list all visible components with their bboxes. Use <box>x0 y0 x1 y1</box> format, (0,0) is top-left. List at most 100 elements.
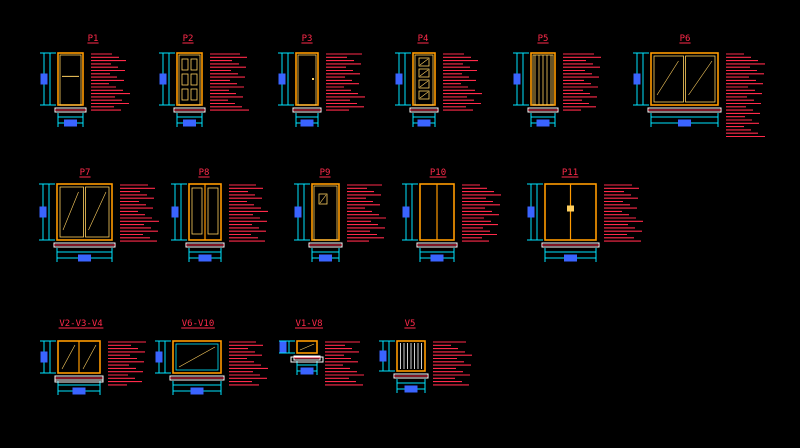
dimension-tag <box>319 254 332 262</box>
lock-plate <box>567 205 574 212</box>
glass-lite <box>418 90 430 100</box>
outer-frame <box>650 52 719 106</box>
detail-title: P4 <box>418 34 429 44</box>
detail-title: V1-V8 <box>295 319 322 329</box>
glass-hatch <box>419 69 429 77</box>
detail-v3: V1-V8 <box>279 319 364 386</box>
detail-p4: P4 <box>395 34 482 127</box>
dimension-tag <box>402 206 410 218</box>
glass-hatch <box>688 60 713 96</box>
outer-frame <box>56 183 113 241</box>
dimension-tag <box>417 119 431 127</box>
detail-p5: P5 <box>513 34 601 127</box>
door-panel <box>181 58 189 71</box>
detail-v1: V2-V3-V4 <box>40 319 146 395</box>
dimension-tag <box>171 206 179 218</box>
dimension-tag <box>39 206 47 218</box>
glass-hatch <box>88 191 107 231</box>
dimension-tag <box>190 387 204 395</box>
detail-p8: P8 <box>171 168 268 262</box>
dimension-tag <box>64 119 77 127</box>
detail-v2: V6-V10 <box>155 319 268 395</box>
dimension-tag <box>395 73 403 85</box>
door-panel <box>190 58 198 71</box>
dimension-tag <box>536 119 550 127</box>
dimension-tag <box>40 351 48 363</box>
dimension-tag <box>198 254 212 262</box>
door-leaf <box>313 185 338 241</box>
door-panel <box>190 73 198 86</box>
dimension-tag <box>527 206 535 218</box>
panel-right <box>207 187 219 235</box>
detail-p1: P1 <box>40 34 130 127</box>
detail-p11: P11 <box>527 168 643 262</box>
detail-p9: P9 <box>294 168 386 262</box>
detail-title: V2-V3-V4 <box>59 319 102 329</box>
dimension-tag <box>72 387 86 395</box>
glass-hatch <box>319 194 327 204</box>
glass-hatch <box>656 60 679 96</box>
dimension-tag <box>40 73 48 85</box>
door-leaf <box>297 54 317 106</box>
detail-title: P11 <box>562 168 578 178</box>
dimension-tag <box>300 119 314 127</box>
glass-lite <box>418 79 430 89</box>
door-panel <box>181 73 189 86</box>
glass-hatch <box>299 343 315 351</box>
vision-panel <box>318 193 328 205</box>
dimension-tag <box>78 254 91 262</box>
glass-hatch <box>82 344 97 370</box>
dimension-tag <box>379 350 387 362</box>
detail-title: P5 <box>538 34 549 44</box>
dimension-tag <box>564 254 577 262</box>
detail-title: P3 <box>302 34 313 44</box>
glass-hatch <box>419 91 429 99</box>
detail-title: P6 <box>680 34 691 44</box>
detail-title: P9 <box>320 168 331 178</box>
window-sash <box>175 343 219 371</box>
dimension-tag <box>513 73 521 85</box>
glass-hatch <box>178 346 216 368</box>
door-panel <box>190 88 198 101</box>
dimension-tag <box>430 254 444 262</box>
dimension-tag <box>278 73 286 85</box>
sash-left <box>59 186 84 238</box>
detail-title: V6-V10 <box>182 319 215 329</box>
glass-lite <box>418 68 430 78</box>
dimension-tag <box>633 73 641 85</box>
glass-hatch <box>61 344 76 370</box>
detail-title: P8 <box>199 168 210 178</box>
door-leaf <box>178 54 201 106</box>
dimension-tag <box>279 341 287 353</box>
detail-p3: P3 <box>278 34 365 127</box>
detail-p10: P10 <box>402 168 501 262</box>
glass-hatch <box>419 80 429 88</box>
door-panel <box>181 88 189 101</box>
detail-p6: P6 <box>633 34 765 138</box>
outer-frame <box>396 340 426 372</box>
door-leaf <box>59 54 82 106</box>
sash-right <box>685 55 716 103</box>
sash-right <box>85 186 110 238</box>
glass-hatch <box>419 58 429 66</box>
outer-frame <box>296 340 318 354</box>
dimension-tag <box>183 119 196 127</box>
detail-title: P10 <box>430 168 446 178</box>
sash-left <box>653 55 684 103</box>
outer-frame <box>172 340 222 374</box>
window-sill <box>290 356 324 363</box>
detail-v4: V5 <box>379 319 472 393</box>
detail-title: P2 <box>183 34 194 44</box>
detail-title: P7 <box>80 168 91 178</box>
dimension-tag <box>159 73 167 85</box>
detail-title: P1 <box>88 34 99 44</box>
detail-title: V5 <box>405 319 416 329</box>
door-leaf <box>414 54 434 106</box>
dimension-tag <box>678 119 691 127</box>
dimension-tag <box>404 385 418 393</box>
detail-p7: P7 <box>39 168 159 262</box>
panel-left <box>191 187 203 235</box>
window-sill <box>54 375 104 383</box>
